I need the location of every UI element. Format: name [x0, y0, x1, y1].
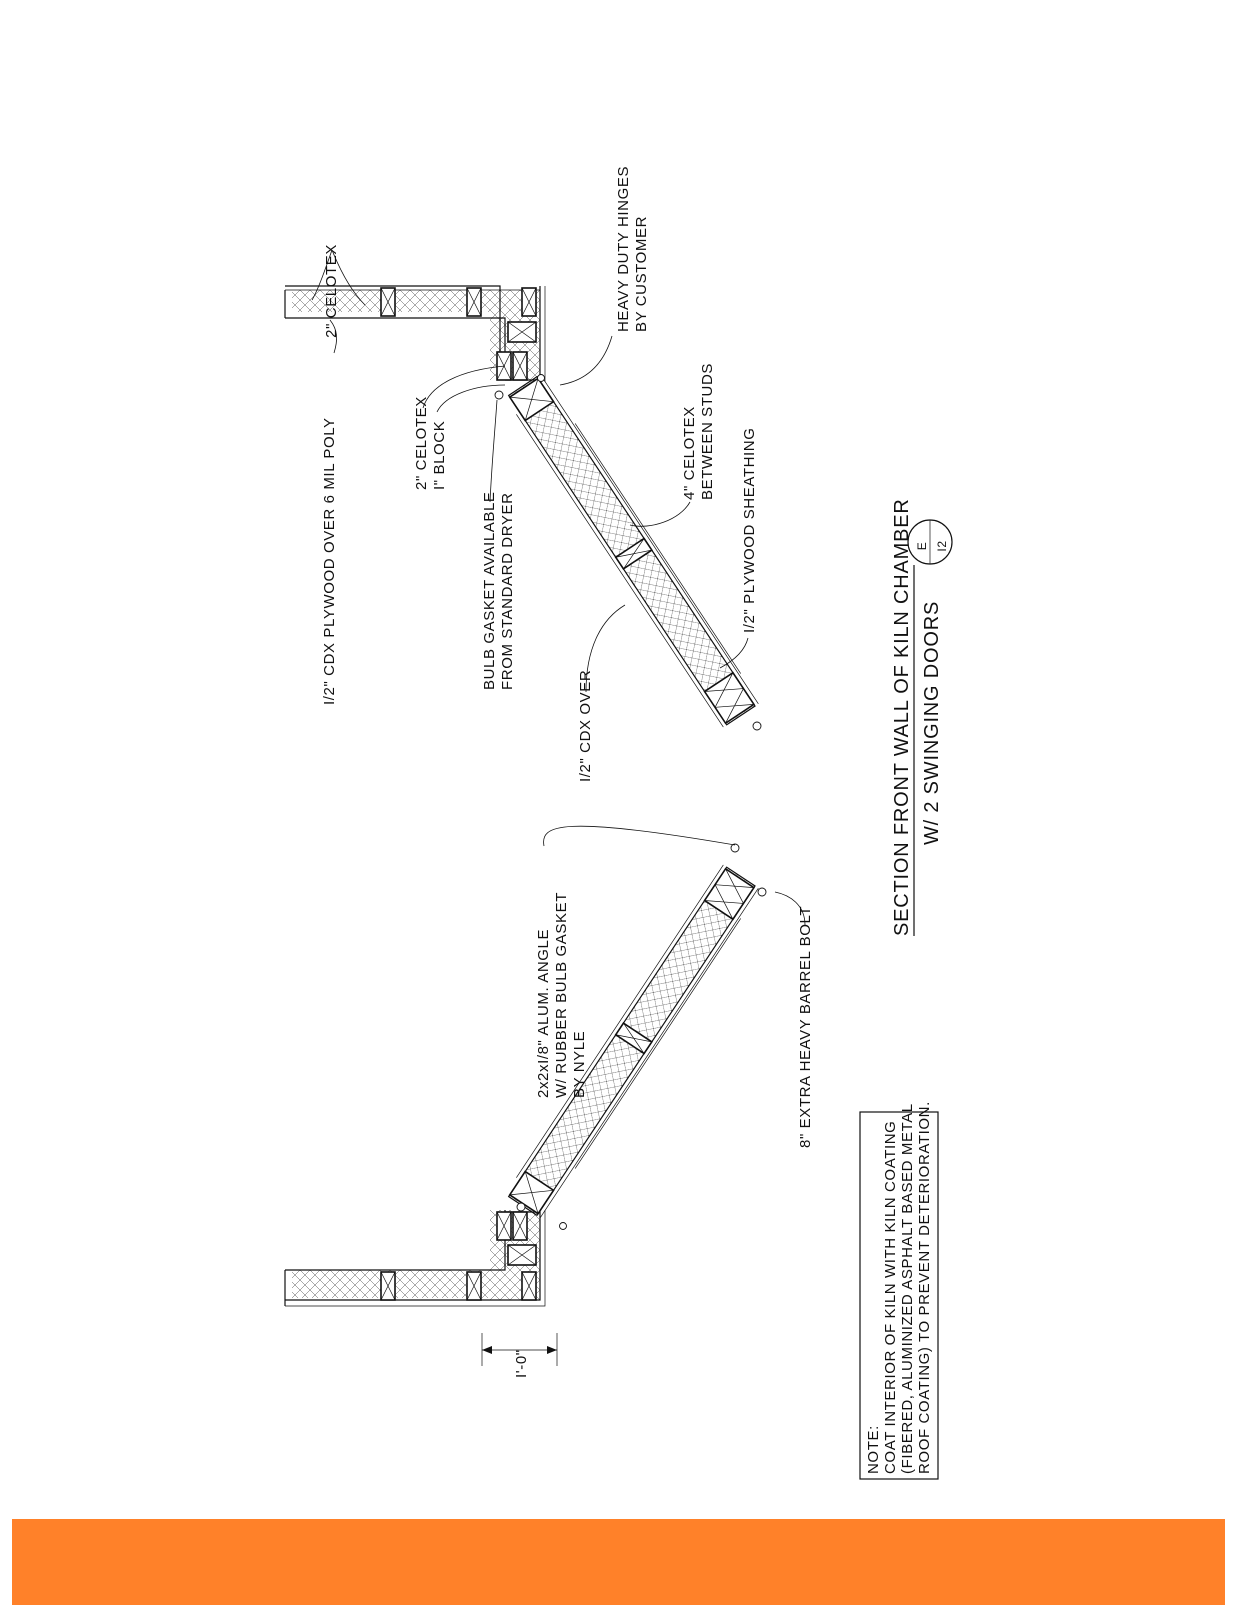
- label-celotex-block-2: I" BLOCK: [431, 421, 448, 490]
- note-line-1: NOTE:: [865, 1425, 882, 1474]
- stud-icon: [466, 1271, 482, 1301]
- leader-lines: [311, 249, 806, 926]
- label-bulb-gasket-1: BULB GASKET AVAILABLE: [481, 491, 498, 690]
- section-title: SECTION FRONT WALL OF KILN CHAMBER W/ 2 …: [891, 498, 953, 936]
- gasket-circle-icon: [516, 1202, 526, 1212]
- bubble-top: E: [915, 542, 929, 551]
- dimension-1ft: [481, 1333, 558, 1366]
- note-line-3: (FIBERED, ALUMINIZED ASPHALT BASED METAL: [899, 1103, 916, 1474]
- label-alum-angle-2: W/ RUBBER BULB GASKET: [553, 892, 570, 1098]
- stud-icon: [512, 1211, 528, 1241]
- lower-door-panel: [507, 864, 759, 1218]
- label-bulb-gasket-2: FROM STANDARD DRYER: [499, 492, 516, 690]
- stud-icon: [466, 287, 482, 317]
- label-hinges-1: HEAVY DUTY HINGES: [615, 166, 632, 332]
- gasket-circle-icon: [494, 390, 504, 400]
- upper-wall-studs: [380, 287, 537, 381]
- stud-icon: [380, 1271, 396, 1301]
- label-celotex-block-1: 2" CELOTEX: [413, 396, 430, 490]
- title-line-1: SECTION FRONT WALL OF KILN CHAMBER: [891, 498, 913, 936]
- footer-band: [12, 1519, 1225, 1605]
- stud-icon: [508, 377, 555, 422]
- note-box: NOTE: COAT INTERIOR OF KILN WITH KILN CO…: [859, 1101, 939, 1480]
- gasket-circle-icon: [537, 374, 545, 382]
- label-cdx-plywood-poly: I/2" CDX PLYWOOD OVER 6 MIL POLY: [321, 417, 338, 705]
- gasket-circle-icon: [730, 843, 740, 853]
- label-celotex-2-top: 2" CELOTEX: [323, 244, 340, 338]
- label-alum-angle-1: 2x2xI/8" ALUM. ANGLE: [535, 929, 552, 1098]
- stud-icon: [614, 1021, 653, 1055]
- block-icon: [507, 1244, 537, 1266]
- label-celotex-4-2: BETWEEN STUDS: [699, 363, 716, 500]
- gasket-circle-icon: [559, 1222, 567, 1230]
- stud-icon: [703, 867, 756, 921]
- stud-icon: [521, 287, 537, 317]
- gasket-circle-icon: [752, 721, 762, 731]
- title-line-2: W/ 2 SWINGING DOORS: [921, 601, 943, 845]
- stud-icon: [508, 1170, 555, 1215]
- label-hinges-2: BY CUSTOMER: [633, 216, 650, 332]
- stud-icon: [703, 671, 756, 725]
- bubble-bottom: I2: [935, 540, 949, 551]
- stud-icon: [496, 1211, 512, 1241]
- gasket-circle-icon: [757, 887, 767, 897]
- lower-wall-studs: [380, 1211, 537, 1301]
- label-cdx-over: I/2" CDX OVER: [577, 670, 594, 782]
- block-icon: [507, 321, 537, 343]
- label-barrel-bolt: 8" EXTRA HEAVY BARREL BOLT: [797, 906, 814, 1148]
- upper-door-panel: [507, 374, 759, 728]
- label-plywood-sheathing: I/2" PLYWOOD SHEATHING: [741, 428, 758, 634]
- note-line-4: ROOF COATING) TO PREVENT DETERIORATION.: [916, 1101, 933, 1474]
- stud-icon: [521, 1271, 537, 1301]
- label-dimension: I'-0": [513, 1349, 530, 1378]
- note-line-2: COAT INTERIOR OF KILN WITH KILN COATING: [882, 1121, 899, 1474]
- label-celotex-4-1: 4" CELOTEX: [681, 406, 698, 500]
- label-alum-angle-3: BY NYLE: [571, 1031, 588, 1098]
- stud-icon: [380, 287, 396, 317]
- stud-icon: [614, 537, 653, 571]
- stud-icon: [512, 351, 528, 381]
